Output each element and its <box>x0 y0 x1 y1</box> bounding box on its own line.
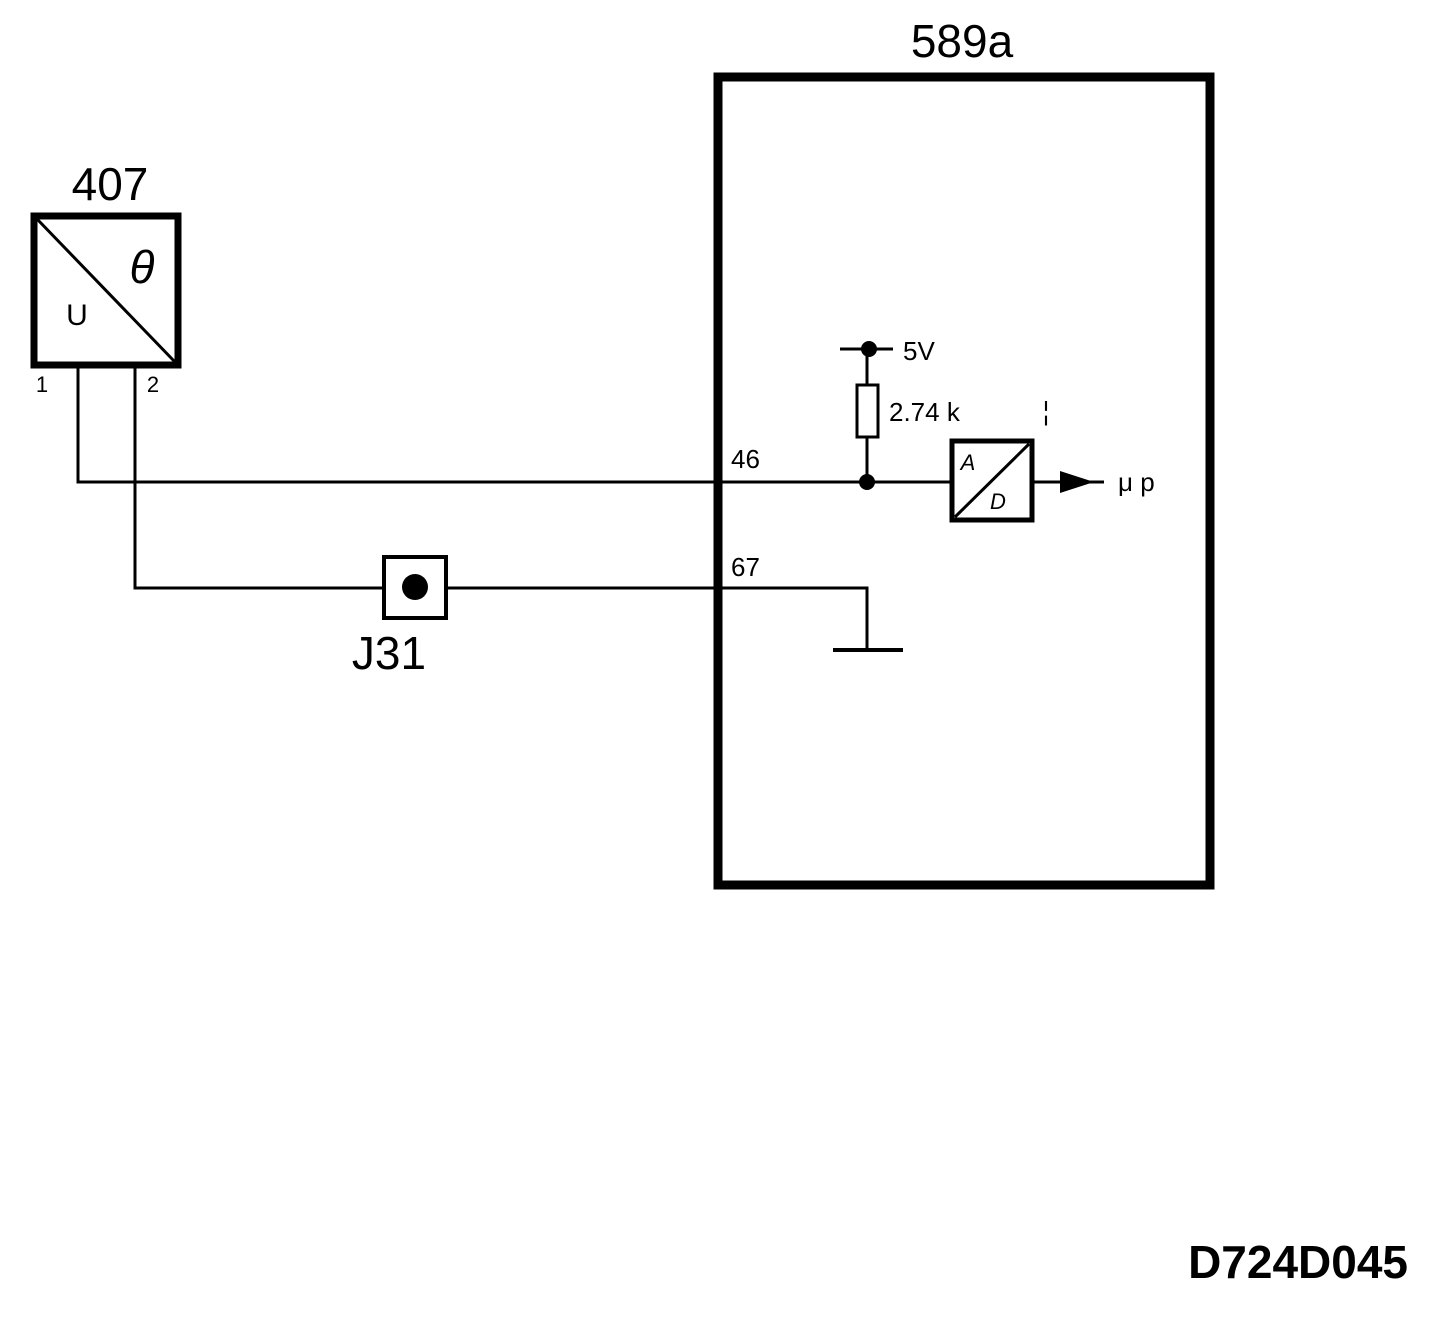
supply-label: 5V <box>903 336 935 366</box>
adc-diagonal <box>953 442 1031 519</box>
sensor-diagonal <box>35 217 177 364</box>
sensor-label: 407 <box>72 158 149 210</box>
sensor-pin-2-label: 2 <box>147 372 159 397</box>
drawing-id: D724D045 <box>1188 1236 1408 1288</box>
adc-input-label: A <box>959 450 976 475</box>
adc-converter: A D <box>949 438 1035 523</box>
sensor-pin-1-label: 1 <box>36 372 48 397</box>
pullup-circuit: 5V 2.74 k <box>840 336 961 490</box>
output-to-mcu: μ p <box>1032 467 1155 497</box>
resistor-symbol <box>855 383 880 439</box>
connector-j31: J31 <box>352 555 448 679</box>
supply-node <box>861 341 877 357</box>
sensor-symbol-theta: θ <box>130 241 155 293</box>
output-label: μ p <box>1118 467 1155 497</box>
resistor-label: 2.74 k <box>889 397 961 427</box>
signal-wire <box>76 365 952 484</box>
connector-label: J31 <box>352 627 426 679</box>
wires <box>76 365 952 652</box>
sensor-box <box>30 212 182 369</box>
ecu-pin-46-label: 46 <box>731 444 760 474</box>
temperature-sensor: 407 U θ 1 2 <box>30 158 182 397</box>
ecu-label: 589a <box>911 15 1014 67</box>
ground-wire <box>133 365 869 650</box>
marker-glyph: ¦ <box>1043 396 1050 426</box>
ecu-pin-67-label: 67 <box>731 552 760 582</box>
junction-node <box>859 474 875 490</box>
output-arrow-icon <box>1060 471 1094 493</box>
sensor-symbol-u: U <box>66 299 88 332</box>
connector-pin-dot <box>402 574 428 600</box>
adc-output-label: D <box>990 489 1006 514</box>
